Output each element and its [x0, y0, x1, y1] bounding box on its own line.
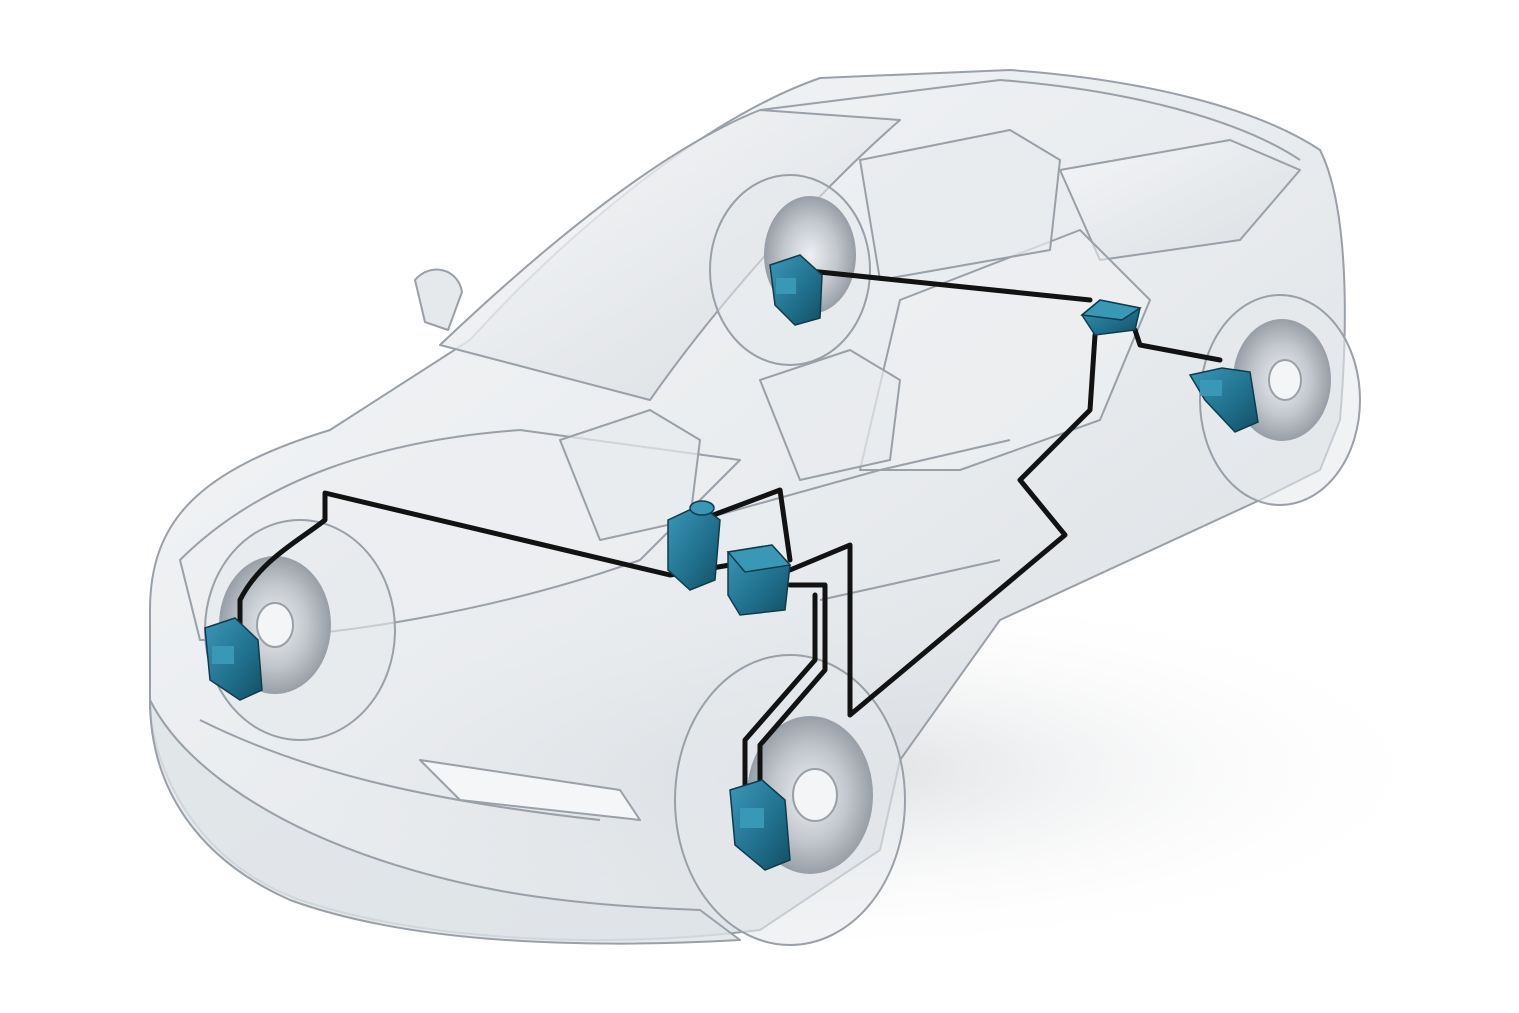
caliper-rear-left [769, 254, 823, 326]
brake-line-main-rear [787, 332, 1098, 718]
grille-line [199, 719, 601, 821]
caliper-front-right [729, 779, 791, 871]
brake-booster-unit [667, 500, 721, 591]
brake-line-booster-link [697, 487, 793, 563]
brake-line-front-right [757, 582, 828, 793]
headlight [419, 759, 641, 821]
seat-front-right [759, 349, 901, 481]
brake-line-front-left [237, 490, 733, 633]
rear-control-unit [1080, 299, 1142, 336]
seat-front-left [559, 409, 701, 541]
mirror [414, 268, 463, 331]
brake-line-rear-right [1132, 327, 1223, 363]
side-window [859, 229, 1151, 471]
car-body [149, 69, 1346, 945]
roof-line [759, 79, 1301, 161]
brake-components [204, 254, 1259, 871]
abs-control-module [726, 544, 792, 616]
front-bumper [149, 699, 741, 945]
caliper-front-left [204, 617, 263, 701]
caliper-rear-right [1188, 367, 1259, 433]
seat-rear [859, 129, 1061, 281]
brake-line-rear-left [797, 267, 1093, 303]
booster-icon [667, 504, 721, 591]
brake-lines [237, 267, 1223, 833]
